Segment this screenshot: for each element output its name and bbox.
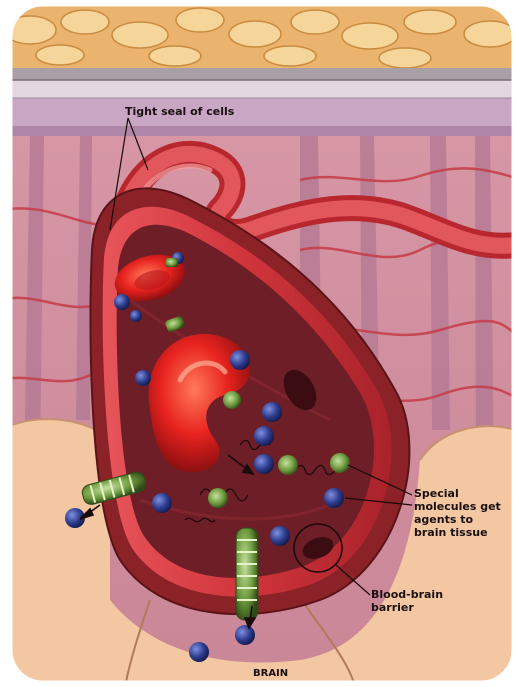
label-brain: BRAIN [253,667,288,680]
label-blood-brain-barrier-line-2: barrier [371,601,443,614]
blue-molecule [189,642,209,662]
label-special-molecules-line-2: molecules get [414,500,501,513]
blue-molecule [270,526,290,546]
blue-molecule [114,294,130,310]
label-special-molecules: Special molecules get agents to brain ti… [414,487,501,539]
membrane-layer [0,68,516,136]
blue-molecule [262,402,282,422]
blue-molecule [135,370,151,386]
green-molecule [166,258,178,267]
label-special-molecules-line-1: Special [414,487,501,500]
blue-molecule [254,426,274,446]
blue-molecule [235,625,255,645]
blue-molecule [254,454,274,474]
carrier-molecule-center [236,528,258,620]
green-molecule [278,455,298,475]
label-special-molecules-line-4: brain tissue [414,526,501,539]
fat-tissue-layer [0,0,516,70]
green-molecule [223,391,241,409]
label-blood-brain-barrier-line-1: Blood-brain [371,588,443,601]
blue-molecule [324,488,344,508]
green-molecule [208,488,228,508]
green-molecule [330,453,350,473]
blue-molecule [230,350,250,370]
label-blood-brain-barrier: Blood-brain barrier [371,588,443,614]
blue-molecule [152,493,172,513]
label-special-molecules-line-3: agents to [414,513,501,526]
label-tight-seal-of-cells: Tight seal of cells [125,105,234,118]
blue-molecule [130,310,142,322]
